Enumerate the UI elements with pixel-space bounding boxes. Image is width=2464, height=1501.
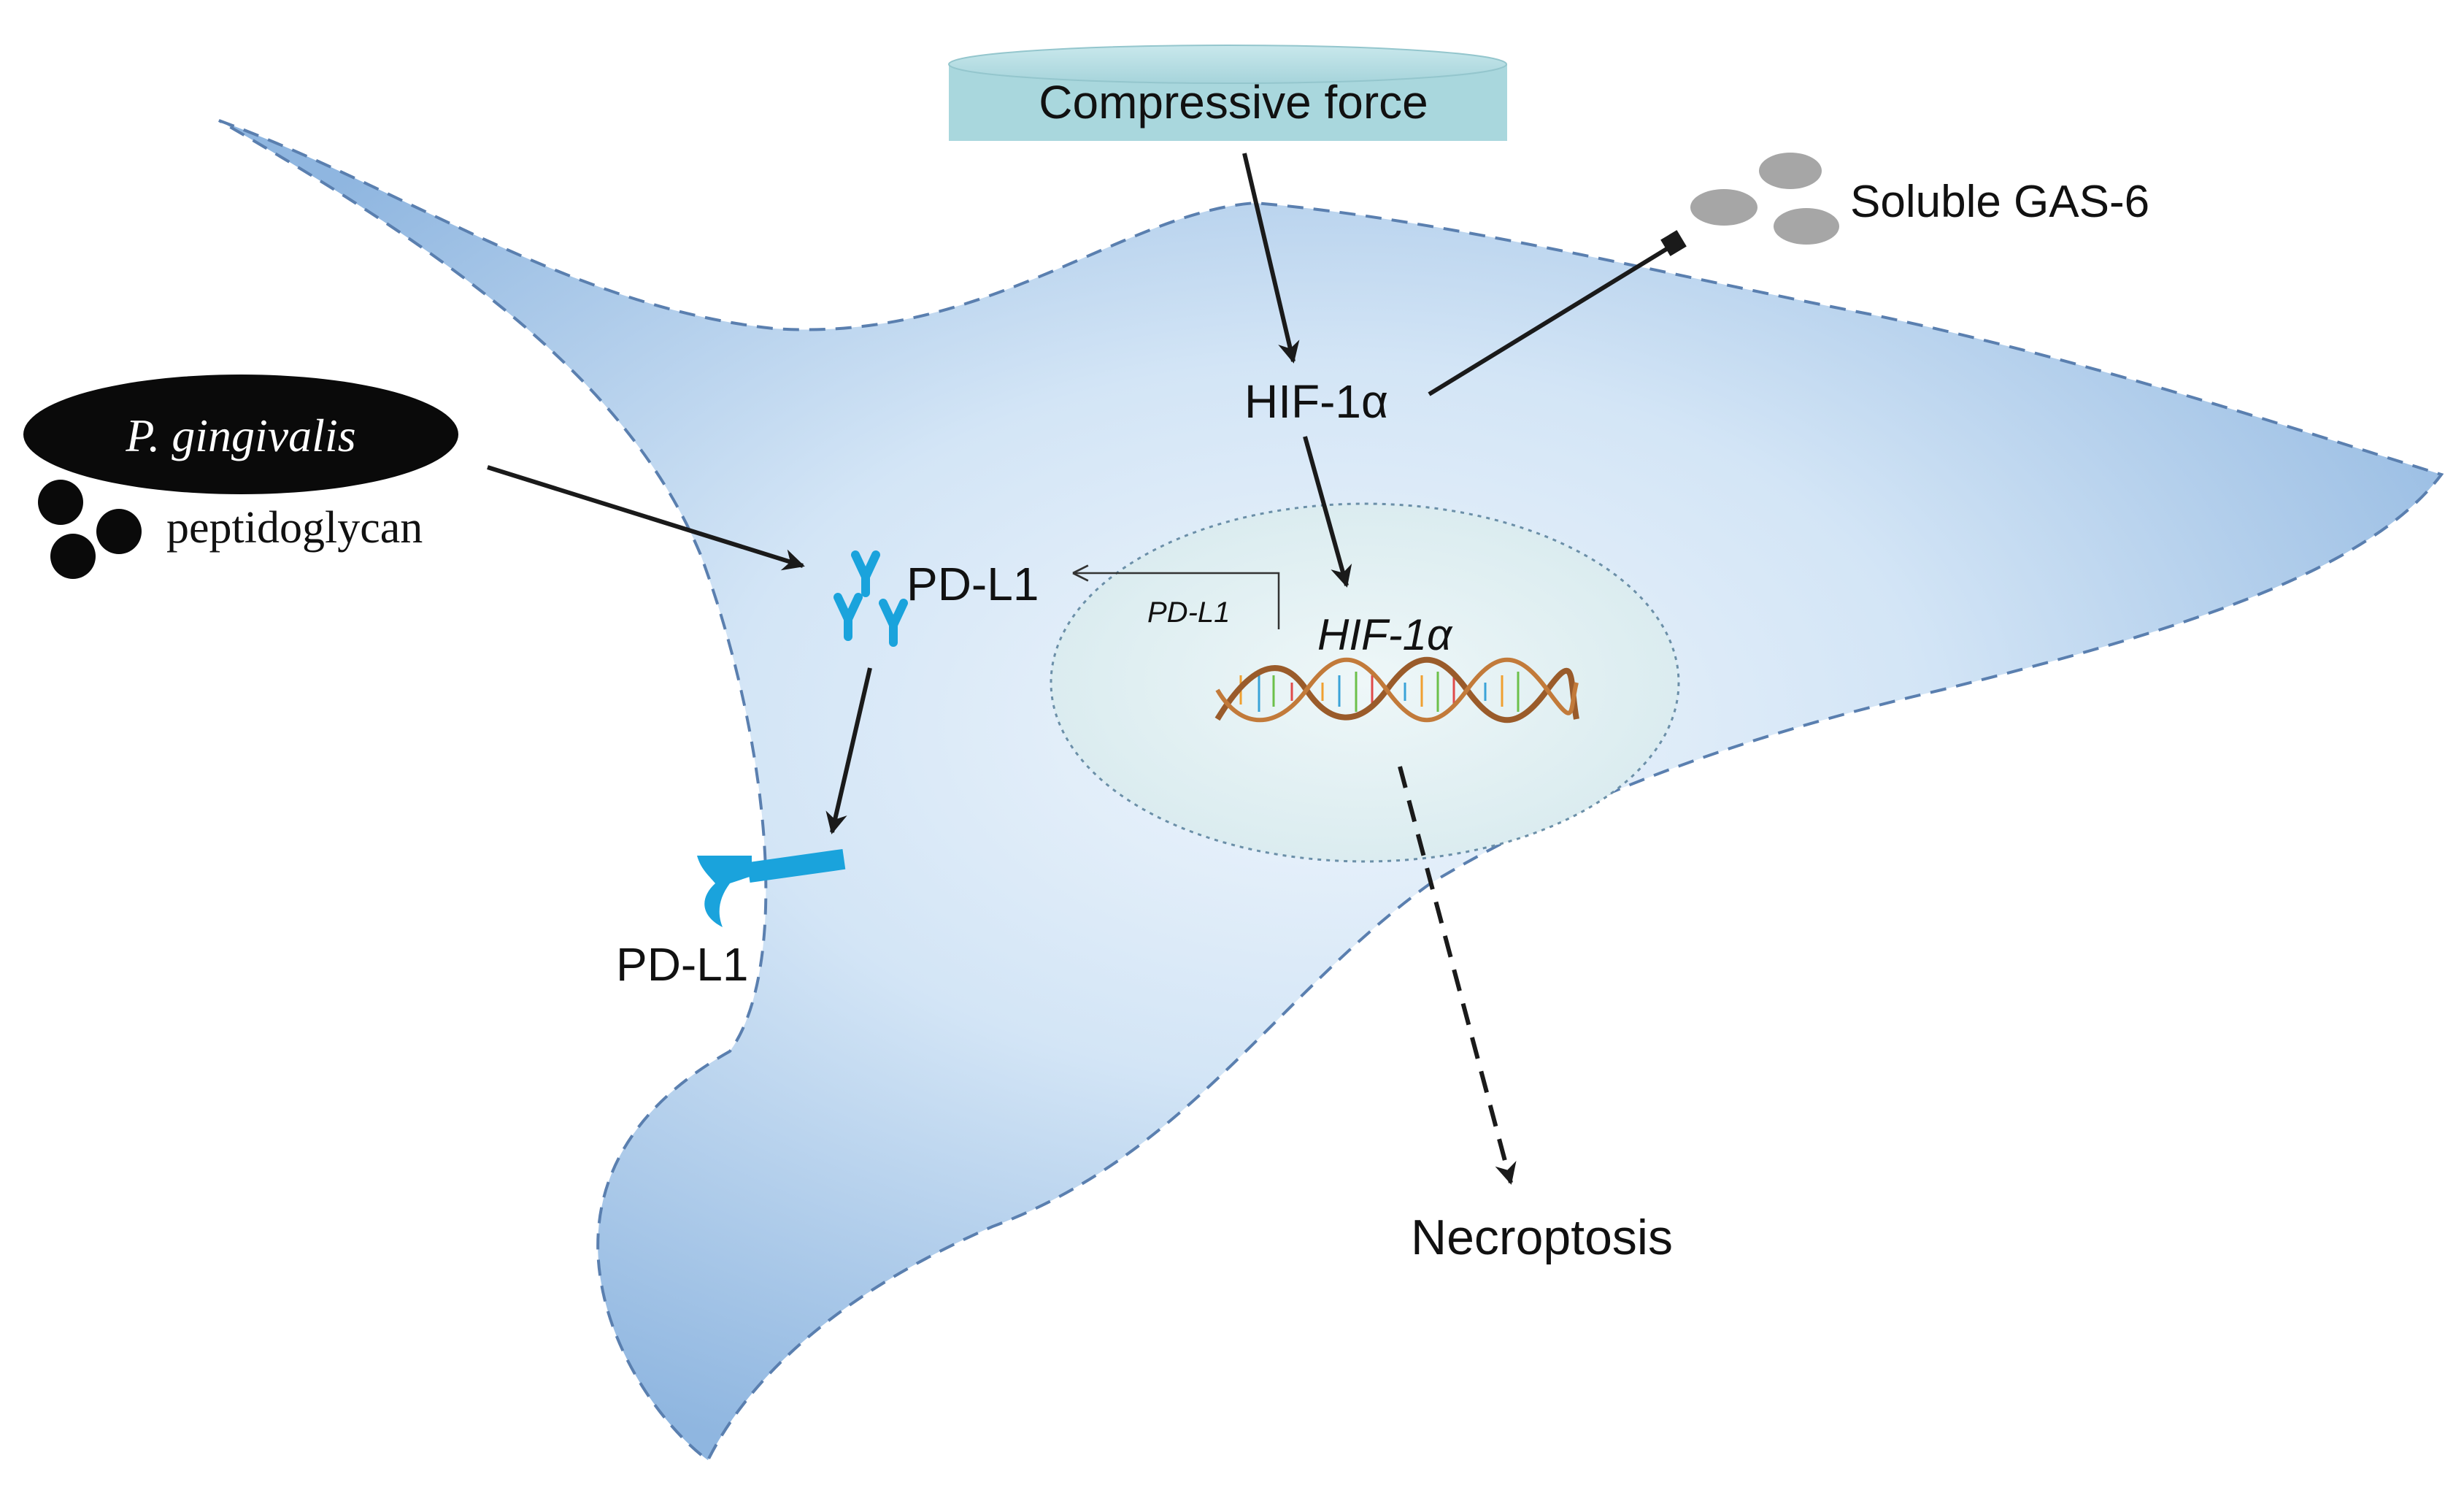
arrow-pdl1-to-membrane xyxy=(825,667,872,834)
gas6-particles xyxy=(1690,153,1839,245)
pdl1-gene-label: PD-L1 xyxy=(1147,596,1230,629)
arrow-transcription-pdl1 xyxy=(1072,564,1280,629)
membrane-pdl1-receptor-icon xyxy=(697,848,846,927)
arrow-to-necroptosis xyxy=(1398,766,1517,1185)
peptidoglycan-label: peptidoglycan xyxy=(166,503,423,553)
necroptosis-label: Necroptosis xyxy=(1411,1210,1673,1265)
hif1a-gene-label: HIF-1α xyxy=(1317,610,1453,659)
hif1a-protein-label: HIF-1α xyxy=(1244,375,1388,428)
peptidoglycan-particles xyxy=(38,480,142,579)
nucleus xyxy=(1050,502,1680,863)
inhibition-hif1a-gas6 xyxy=(1428,244,1673,396)
p-gingivalis-label: P. gingivalis xyxy=(125,410,355,461)
dna-helix-icon xyxy=(1214,656,1579,723)
compressive-force-banner: Compressive force xyxy=(948,45,1507,141)
pdl1-membrane-label: PD-L1 xyxy=(616,938,748,991)
arrow-hif1a-to-nucleus xyxy=(1303,436,1352,588)
pdl1-molecules-icon xyxy=(833,550,908,647)
compressive-force-label: Compressive force xyxy=(1039,76,1428,128)
inhibition-bar xyxy=(1660,230,1687,256)
arrow-force-to-hif1a xyxy=(1242,153,1300,364)
soluble-gas6-label: Soluble GAS-6 xyxy=(1850,177,2149,227)
arrow-pg-to-pdl1 xyxy=(487,465,805,571)
pdl1-cytoplasm-label: PD-L1 xyxy=(906,558,1039,610)
p-gingivalis: P. gingivalis xyxy=(23,375,458,494)
